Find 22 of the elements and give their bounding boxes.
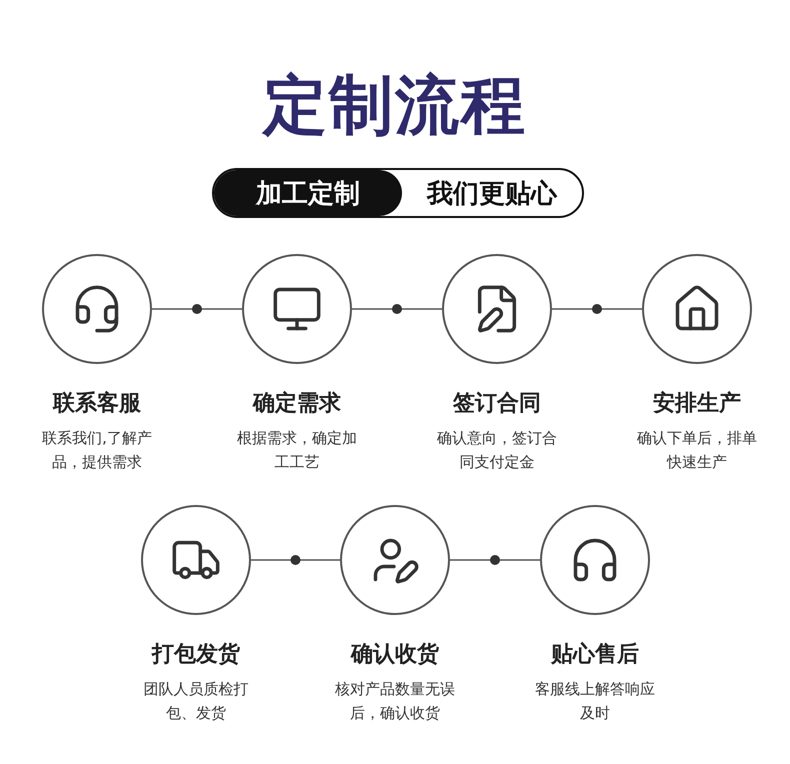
step-description: 根据需求，确定加工工艺 xyxy=(236,428,358,473)
step-heading: 确定需求 xyxy=(253,390,341,418)
step-heading: 贴心售后 xyxy=(551,640,639,669)
connector-line xyxy=(450,555,540,565)
step-description: 确认下单后，排单快速生产 xyxy=(636,428,758,473)
step-description: 客服线上解答响应及时 xyxy=(534,679,656,724)
title: 定制流程 xyxy=(260,68,528,145)
step-heading: 打包发货 xyxy=(152,641,240,669)
step-heading: 联系客服 xyxy=(53,390,141,418)
connector-line xyxy=(251,555,340,565)
step-heading: 签订合同 xyxy=(453,390,541,418)
step-description: 核对产品数量无误后，确认收货 xyxy=(334,679,456,724)
connector-line xyxy=(352,304,442,314)
connector-line xyxy=(552,304,642,314)
step-heading: 确认收货 xyxy=(351,641,439,669)
step-heading: 安排生产 xyxy=(653,390,741,418)
step-description: 团队人员质检打包、发货 xyxy=(142,679,250,724)
step-description: 联系我们,了解产品，提供需求 xyxy=(41,428,153,473)
pill-label: 我们更贴心 xyxy=(426,178,558,210)
step-description: 确认意向，签订合同支付定金 xyxy=(436,428,558,473)
pill-label: 加工定制 xyxy=(214,170,402,216)
connector-line xyxy=(152,304,242,314)
